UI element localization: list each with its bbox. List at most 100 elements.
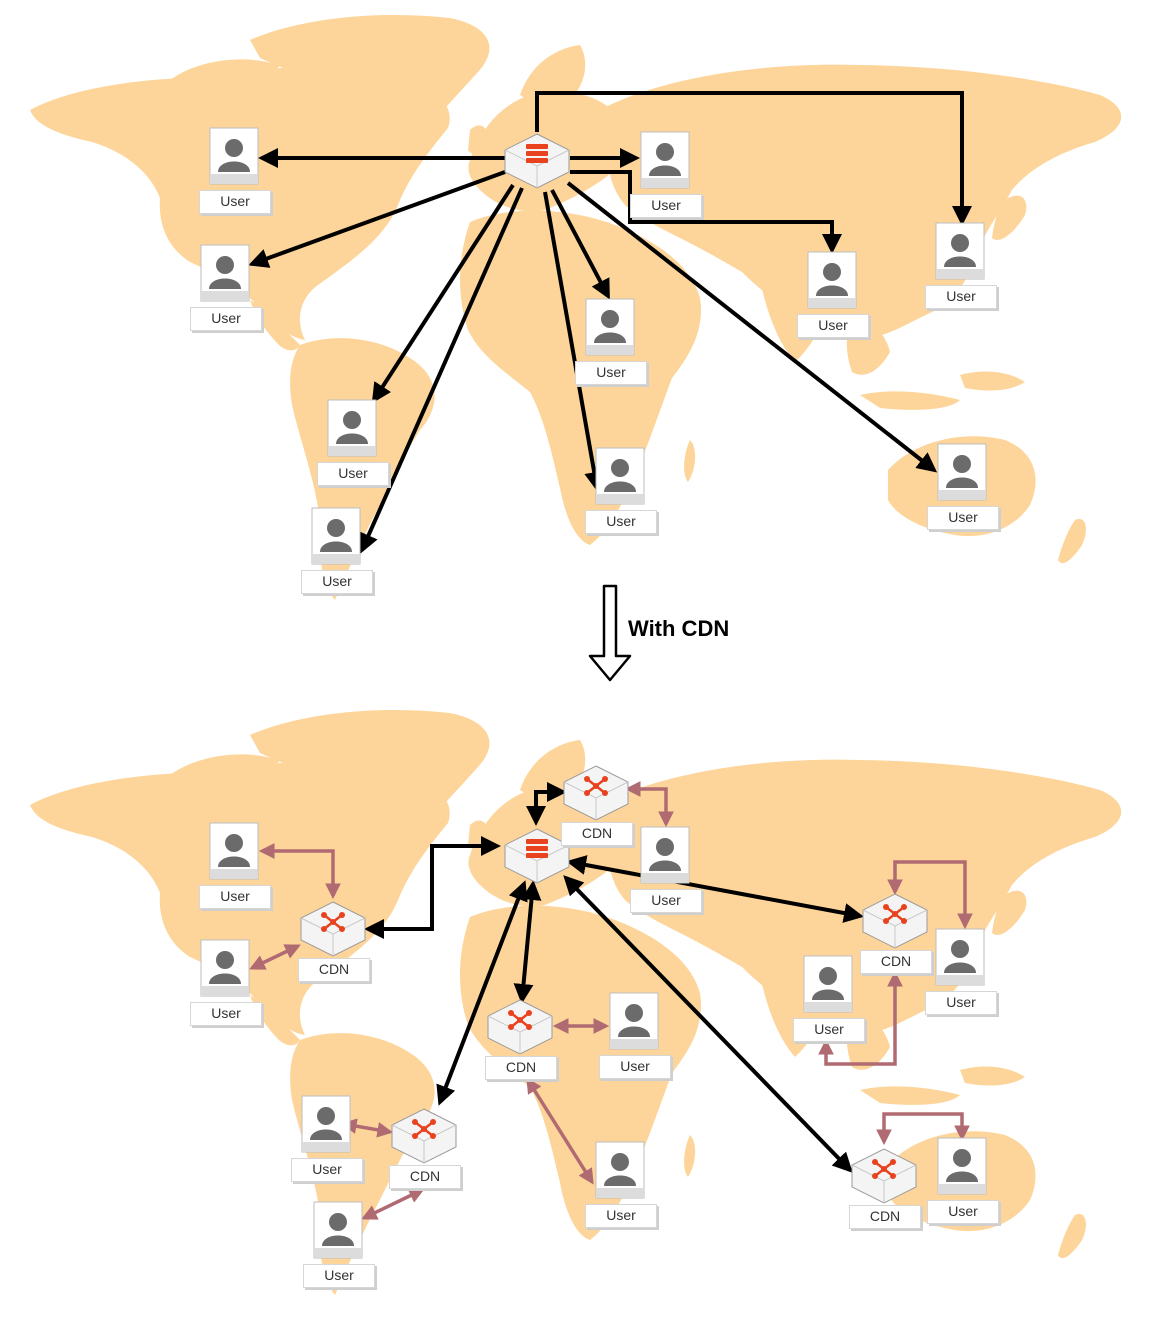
cdn-node-1 [563, 765, 629, 821]
user-top-0 [209, 127, 259, 185]
edge-server-cdn-1 [526, 782, 567, 826]
user-icon [310, 1107, 342, 1140]
cdn-network-icon [412, 1119, 436, 1139]
user-top-1 [200, 244, 250, 302]
user-bottom-9 [937, 1137, 987, 1195]
user-bottom-5-label: User [599, 1055, 671, 1079]
origin-server-bottom [504, 828, 570, 884]
user-bottom-8 [595, 1141, 645, 1199]
user-bottom-0 [209, 822, 259, 880]
user-top-9-label: User [927, 506, 999, 530]
user-icon [946, 1149, 978, 1182]
cdn-node-0 [300, 901, 366, 957]
cdn-node-1-label: CDN [561, 822, 633, 846]
edge-cdn-user-7 [340, 1118, 394, 1138]
user-icon [336, 411, 368, 444]
edge-cdn-user-9 [876, 1112, 970, 1146]
user-bottom-1 [200, 939, 250, 997]
user-top-3 [311, 507, 361, 565]
user-icon [209, 951, 241, 984]
cdn-node-4 [391, 1108, 457, 1164]
user-bottom-5 [609, 992, 659, 1050]
server-icon [526, 144, 548, 163]
user-icon [649, 838, 681, 871]
user-bottom-1-label: User [190, 1002, 262, 1026]
user-icon [946, 455, 978, 488]
user-icon [218, 139, 250, 172]
edge-cdn-user-6 [526, 1077, 594, 1185]
edge-server-to-user-1 [248, 170, 506, 268]
user-bottom-2-label: User [630, 889, 702, 913]
user-bottom-8-label: User [585, 1204, 657, 1228]
edge-cdn-user-2 [624, 781, 674, 828]
edge-cdn-user-8 [361, 1188, 425, 1220]
user-bottom-2 [640, 826, 690, 884]
user-top-9 [937, 443, 987, 501]
origin-server-top [504, 133, 570, 189]
user-icon [649, 143, 681, 176]
edge-server-cdn-5 [563, 875, 853, 1173]
user-icon [944, 234, 976, 267]
user-bottom-4 [803, 955, 853, 1013]
edge-cdn-user-4 [818, 970, 903, 1066]
cdn-node-3 [487, 999, 553, 1055]
user-top-4 [585, 298, 635, 356]
user-icon [218, 834, 250, 867]
user-icon [944, 940, 976, 973]
edge-server-to-user-9 [566, 181, 938, 473]
server-icon [526, 839, 548, 858]
with-cdn-label: With CDN [628, 616, 730, 641]
user-top-1-label: User [190, 307, 262, 331]
edge-server-to-user-7 [570, 170, 842, 254]
cdn-network-icon [508, 1010, 532, 1030]
cdn-network-icon [872, 1159, 896, 1179]
user-icon [320, 519, 352, 552]
user-top-7-label: User [797, 314, 869, 338]
user-top-5-label: User [585, 510, 657, 534]
user-bottom-3-label: User [925, 991, 997, 1015]
nodes-layer [200, 127, 987, 1259]
user-bottom-3 [935, 928, 985, 986]
edge-server-cdn-0 [364, 836, 501, 939]
user-top-5 [595, 447, 645, 505]
cdn-node-0-label: CDN [298, 958, 370, 982]
edge-server-to-user-3 [359, 187, 524, 554]
user-top-4-label: User [575, 361, 647, 385]
edges-layer [248, 91, 973, 1220]
user-bottom-7 [313, 1201, 363, 1259]
cdn-node-2 [862, 893, 928, 949]
with-cdn-arrow [588, 584, 632, 682]
cdn-network-icon [321, 912, 345, 932]
edge-server-cdn-4 [436, 880, 528, 1106]
cdn-node-3-label: CDN [485, 1056, 557, 1080]
user-top-8 [935, 222, 985, 280]
edge-server-to-user-5 [543, 191, 605, 492]
edge-server-to-user-4 [550, 189, 610, 300]
user-icon [816, 263, 848, 296]
cdn-node-2-label: CDN [860, 950, 932, 974]
user-icon [209, 256, 241, 289]
cdn-network-icon [584, 776, 608, 796]
user-icon [618, 1004, 650, 1037]
cdn-node-5-label: CDN [849, 1205, 921, 1229]
user-icon [594, 310, 626, 343]
user-bottom-7-label: User [303, 1264, 375, 1288]
user-top-8-label: User [925, 285, 997, 309]
cdn-node-5 [851, 1148, 917, 1204]
user-top-6-label: User [630, 194, 702, 218]
edge-cdn-user-3 [887, 860, 973, 930]
user-icon [604, 1153, 636, 1186]
user-top-7 [807, 251, 857, 309]
user-icon [322, 1213, 354, 1246]
edge-cdn-user-1 [249, 944, 301, 970]
user-icon [604, 459, 636, 492]
user-bottom-4-label: User [793, 1018, 865, 1042]
cdn-node-4-label: CDN [389, 1165, 461, 1189]
user-top-6 [640, 131, 690, 189]
cdn-network-icon [883, 904, 907, 924]
user-bottom-6 [301, 1095, 351, 1153]
edge-server-to-user-2 [371, 183, 515, 404]
user-bottom-6-label: User [291, 1158, 363, 1182]
user-top-2 [327, 399, 377, 457]
